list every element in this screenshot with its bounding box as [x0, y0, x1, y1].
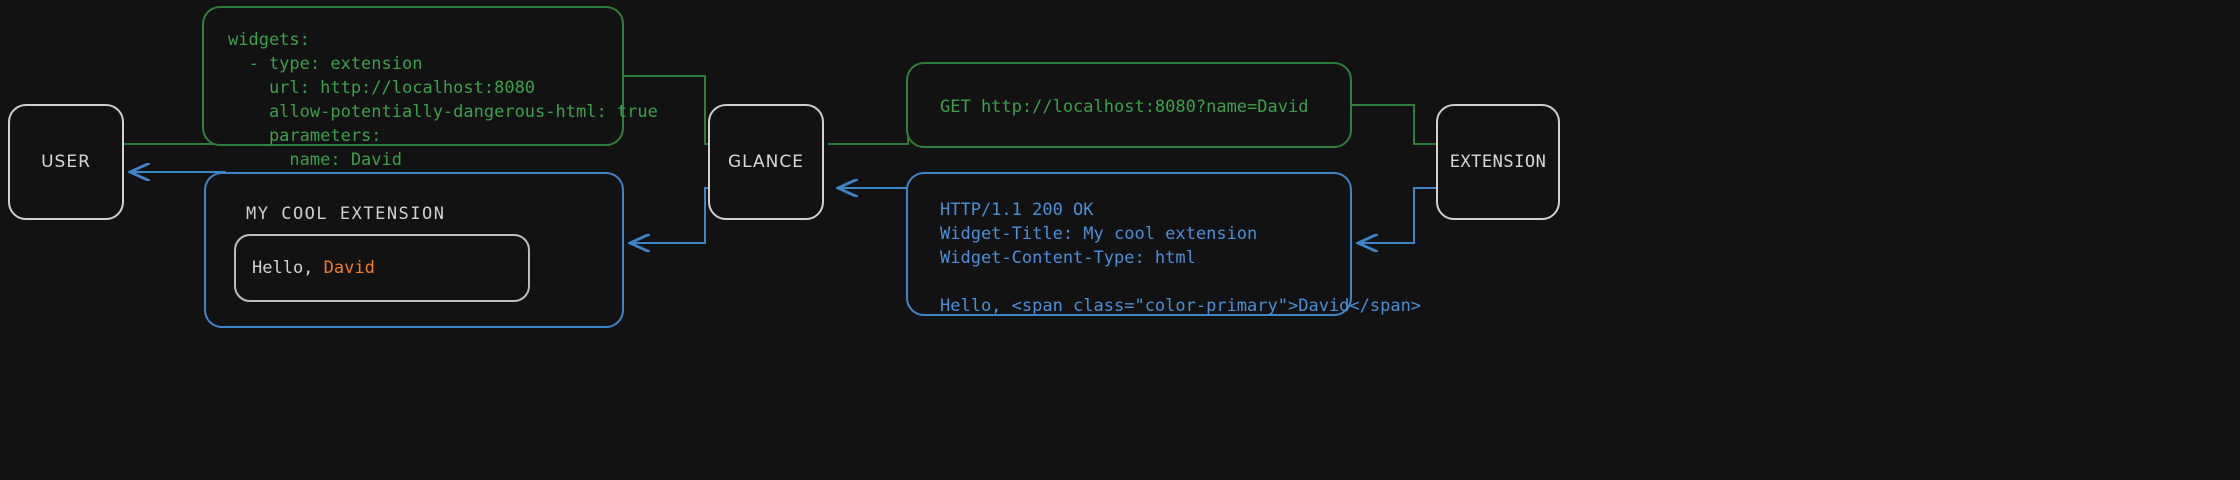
message-http-response: HTTP/1.1 200 OK Widget-Title: My cool ex… — [906, 172, 1422, 316]
rendered-widget-greeting-prefix: Hello, — [252, 258, 324, 278]
node-glance[interactable]: GLANCE — [708, 104, 824, 220]
http-response-text: HTTP/1.1 200 OK Widget-Title: My cool ex… — [940, 200, 1422, 316]
node-glance-label: GLANCE — [728, 152, 804, 172]
node-extension[interactable]: EXTENSION — [1436, 104, 1560, 220]
rendered-widget-greeting: Hello, David — [236, 258, 375, 278]
message-http-request: GET http://localhost:8080?name=David — [906, 62, 1352, 148]
http-request-text: GET http://localhost:8080?name=David — [940, 97, 1309, 117]
node-extension-label: EXTENSION — [1449, 152, 1547, 172]
rendered-widget-body: Hello, David — [234, 234, 530, 302]
rendered-widget-greeting-accent: David — [323, 258, 375, 278]
rendered-widget-title: MY COOL EXTENSION — [246, 204, 446, 224]
message-rendered-widget: MY COOL EXTENSION Hello, David — [204, 172, 624, 328]
node-user[interactable]: USER — [8, 104, 124, 220]
config-yaml-text: widgets: - type: extension url: http://l… — [228, 30, 658, 170]
message-config-yaml: widgets: - type: extension url: http://l… — [202, 6, 658, 170]
node-user-label: USER — [41, 152, 91, 172]
